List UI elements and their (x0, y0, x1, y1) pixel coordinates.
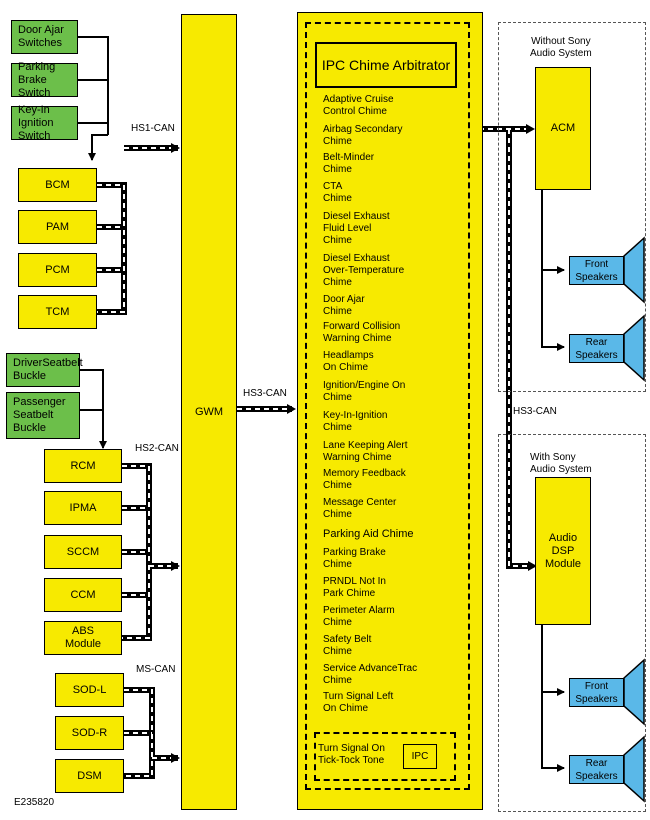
pcm-module: PCM (18, 253, 97, 287)
front-speakers-without-sony: Front Speakers (569, 256, 624, 285)
chime-item: Airbag Secondary Chime (323, 124, 403, 147)
turn-signal-tick-tock-label: Turn Signal On Tick-Tock Tone (318, 743, 385, 766)
with-sony-group (498, 434, 646, 812)
sccm-module: SCCM (44, 535, 122, 569)
arbitrator-dashed-border (305, 22, 470, 790)
chime-item: CTA Chime (323, 181, 352, 204)
door-ajar-switches: Door Ajar Switches (11, 20, 78, 54)
arbitrator-title: IPC Chime Arbitrator (315, 42, 457, 88)
ipc-chime-arbitrator-panel (297, 12, 483, 810)
chime-item: Diesel Exhaust Fluid Level Chime (323, 211, 390, 246)
key-in-ignition-switch: Key-In Ignition Switch (11, 104, 78, 142)
chime-item: Key-In-Ignition Chime (323, 410, 388, 433)
chime-item: Parking Brake Chime (323, 547, 386, 570)
chime-item: Diesel Exhaust Over-Temperature Chime (323, 253, 405, 288)
chime-item: Headlamps On Chime (323, 350, 374, 373)
chime-item: Message Center Chime (323, 497, 397, 520)
ipma-module: IPMA (44, 491, 122, 525)
pam-module: PAM (18, 210, 97, 244)
chime-item: Ignition/Engine On Chime (323, 380, 406, 403)
ms-can-label: MS-CAN (136, 664, 176, 675)
gwm-gateway: GWM (181, 14, 237, 810)
chime-item: Adaptive Cruise Control Chime (323, 94, 394, 117)
chime-item: Lane Keeping Alert Warning Chime (323, 440, 408, 463)
chime-item: Door Ajar Chime (323, 294, 365, 317)
chime-item: Perimeter Alarm Chime (323, 605, 395, 628)
audio-dsp-module: Audio DSP Module (535, 477, 591, 625)
front-speakers-with-sony: Front Speakers (569, 678, 624, 707)
rcm-module: RCM (44, 449, 122, 483)
with-sony-title: With Sony Audio System (530, 452, 592, 475)
figure-id: E235820 (14, 797, 55, 808)
without-sony-title: Without Sony Audio System (530, 36, 592, 59)
turn-signal-dashed-box (314, 732, 456, 781)
chime-item: Parking Aid Chime (323, 528, 414, 540)
acm-module: ACM (535, 67, 591, 190)
hs3-can-right-label: HS3-CAN (513, 406, 557, 417)
passenger-seatbelt-buckle: Passenger Seatbelt Buckle (6, 392, 80, 439)
chime-item: Turn Signal Left On Chime (323, 691, 394, 714)
sod-l-module: SOD-L (55, 673, 124, 707)
without-sony-group (498, 22, 646, 392)
dsm-module: DSM (55, 759, 124, 793)
hs3-can-left-label: HS3-CAN (243, 388, 287, 399)
ccm-module: CCM (44, 578, 122, 612)
driver-seatbelt-buckle: DriverSeatbelt Buckle (6, 353, 83, 387)
bcm-module: BCM (18, 168, 97, 202)
rear-speakers-without-sony: Rear Speakers (569, 334, 624, 363)
parking-brake-switch: Parking Brake Switch (11, 61, 78, 99)
sod-r-module: SOD-R (55, 716, 124, 750)
hs2-can-label: HS2-CAN (135, 443, 179, 454)
chime-item: Safety Belt Chime (323, 634, 372, 657)
chime-item: PRNDL Not In Park Chime (323, 576, 386, 599)
tcm-module: TCM (18, 295, 97, 329)
chime-item: Forward Collision Warning Chime (323, 321, 401, 344)
chime-item: Belt-Minder Chime (323, 152, 375, 175)
chime-item: Service AdvanceTrac Chime (323, 663, 418, 686)
ipc-speaker-box: IPC (403, 744, 437, 769)
abs-module: ABS Module (44, 621, 122, 655)
chime-item: Memory Feedback Chime (323, 468, 406, 491)
rear-speakers-with-sony: Rear Speakers (569, 755, 624, 784)
hs1-can-label: HS1-CAN (131, 123, 175, 134)
